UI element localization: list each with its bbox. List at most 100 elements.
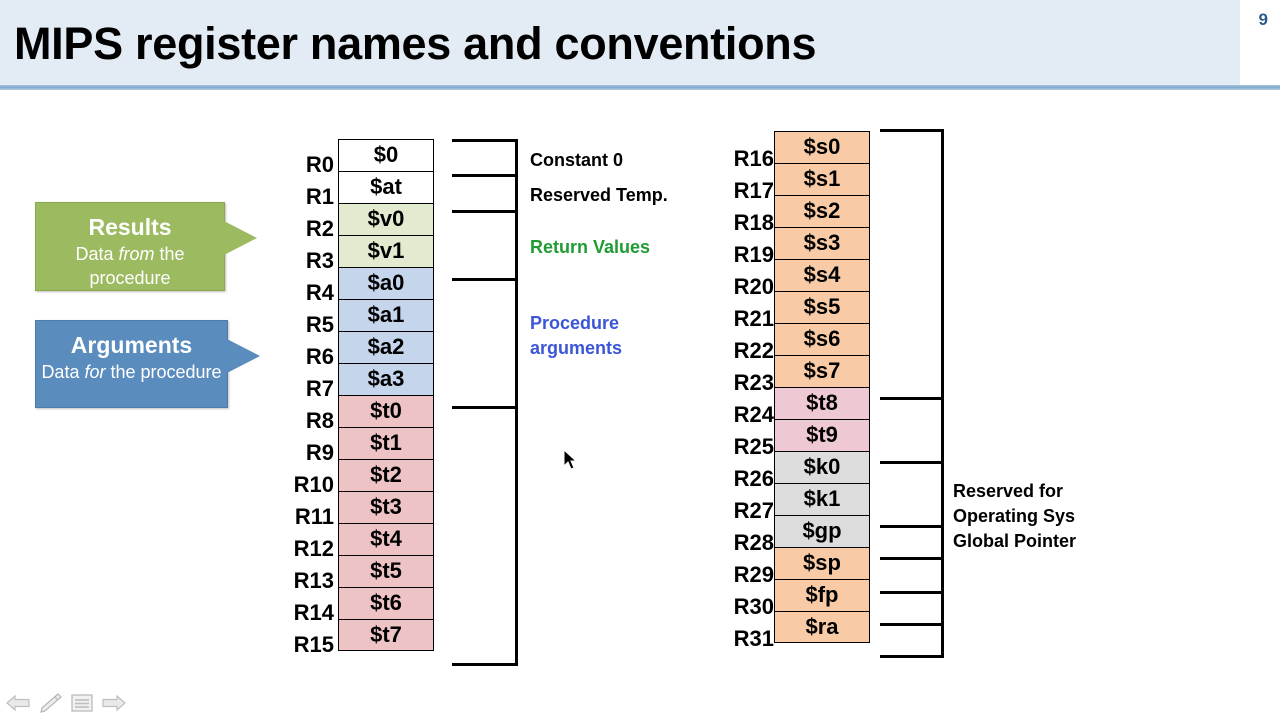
register-number-label: R18: [733, 210, 774, 235]
register-cell: $s0: [774, 131, 870, 163]
callout-arguments: Arguments Data for the procedure: [35, 320, 260, 408]
callout-results-subtitle: Data from the procedure: [75, 244, 185, 288]
register-cell: $v0: [338, 203, 434, 235]
register-cell: $gp: [774, 515, 870, 547]
register-cell: $s2: [774, 195, 870, 227]
menu-icon[interactable]: [68, 691, 96, 715]
register-number-label: R9: [305, 440, 334, 465]
register-cell: $a0: [338, 267, 434, 299]
register-number-label: R12: [293, 536, 334, 561]
annotation-reserved-temp: Reserved Temp.: [530, 185, 668, 205]
callout-arguments-tail: [227, 339, 260, 373]
register-number-label: R31: [733, 626, 774, 651]
mouse-cursor: [563, 448, 579, 471]
bracket-tick: [452, 278, 518, 281]
previous-slide-icon[interactable]: [4, 691, 32, 715]
register-cell: $a2: [338, 331, 434, 363]
register-cell: $at: [338, 171, 434, 203]
bracket-tick: [452, 210, 518, 213]
page-title: MIPS register names and conventions: [14, 18, 817, 69]
register-cell: $sp: [774, 547, 870, 579]
register-cell: $t5: [338, 555, 434, 587]
register-number-label: R30: [733, 594, 774, 619]
register-cell: $t6: [338, 587, 434, 619]
register-number-label: R29: [733, 562, 774, 587]
register-number-label: R20: [733, 274, 774, 299]
annotation-reserved-os: Reserved for Operating Sys Global Pointe…: [953, 481, 1077, 551]
register-cell: $s7: [774, 355, 870, 387]
bracket-tick: [452, 174, 518, 177]
register-number-label: R27: [733, 498, 774, 523]
annotation-constant-zero: Constant 0: [530, 150, 624, 170]
bracket-tick: [452, 406, 518, 409]
register-number-label: R5: [305, 312, 334, 337]
register-number-label: R2: [305, 216, 334, 241]
register-cell: $s3: [774, 227, 870, 259]
bracket-tick: [452, 663, 518, 666]
annotation-procedure-arguments: Procedure arguments: [530, 313, 623, 358]
presentation-toolbar[interactable]: [4, 691, 128, 715]
bracket-spine: [515, 139, 518, 666]
annotation-return-values: Return Values: [530, 237, 651, 257]
register-cell: $s1: [774, 163, 870, 195]
bracket-tick: [880, 461, 944, 464]
register-number-label: R15: [293, 632, 334, 657]
register-number-label: R4: [305, 280, 334, 305]
register-cell: $t4: [338, 523, 434, 555]
register-number-label: R19: [733, 242, 774, 267]
register-number-label: R7: [305, 376, 334, 401]
register-number-label: R25: [733, 434, 774, 459]
register-number-label: R26: [733, 466, 774, 491]
callout-results-tail: [224, 221, 257, 255]
title-band: [0, 0, 1240, 85]
callout-results: Results Data from the procedure: [35, 202, 257, 291]
register-cell: $t3: [338, 491, 434, 523]
register-number-label: R11: [294, 504, 334, 529]
callout-results-title: Results: [88, 214, 172, 240]
register-cell: $a1: [338, 299, 434, 331]
bracket-tick: [452, 139, 518, 142]
register-cell: $fp: [774, 579, 870, 611]
register-number-label: R24: [733, 402, 774, 427]
register-cell: $t0: [338, 395, 434, 427]
bracket-tick: [880, 525, 944, 528]
title-underline-rule: [0, 85, 1280, 90]
bracket-tick: [880, 557, 944, 560]
bracket-tick: [880, 623, 944, 626]
register-number-label: R28: [733, 530, 774, 555]
callout-arguments-subtitle: Data for the procedure: [41, 362, 222, 382]
register-number-label: R3: [305, 248, 334, 273]
register-number-label: R16: [733, 146, 774, 171]
register-cell: $k0: [774, 451, 870, 483]
register-cell: $v1: [338, 235, 434, 267]
register-number-label: R0: [305, 152, 334, 177]
register-cell: $k1: [774, 483, 870, 515]
register-cell: $t8: [774, 387, 870, 419]
next-slide-icon[interactable]: [100, 691, 128, 715]
slide-number: 9: [1258, 10, 1268, 29]
register-number-label: R8: [305, 408, 334, 433]
pen-tool-icon[interactable]: [36, 691, 64, 715]
callout-arguments-title: Arguments: [70, 332, 193, 358]
right-grouping-bracket: [880, 129, 944, 658]
register-cell: $ra: [774, 611, 870, 643]
register-cell: $t7: [338, 619, 434, 651]
register-cell: $s4: [774, 259, 870, 291]
register-number-label: R21: [733, 306, 774, 331]
register-cell: $t2: [338, 459, 434, 491]
bracket-tick: [880, 397, 944, 400]
register-cell: $t1: [338, 427, 434, 459]
register-cell: $s6: [774, 323, 870, 355]
bracket-spine: [941, 129, 944, 658]
bracket-tick: [880, 129, 944, 132]
register-number-label: R23: [733, 370, 774, 395]
bracket-tick: [880, 591, 944, 594]
bracket-tick: [880, 655, 944, 658]
register-number-label: R1: [305, 184, 334, 209]
left-grouping-bracket: [452, 139, 518, 666]
register-number-label: R22: [733, 338, 774, 363]
register-number-label: R13: [293, 568, 334, 593]
register-cell: $a3: [338, 363, 434, 395]
register-number-label: R17: [733, 178, 774, 203]
